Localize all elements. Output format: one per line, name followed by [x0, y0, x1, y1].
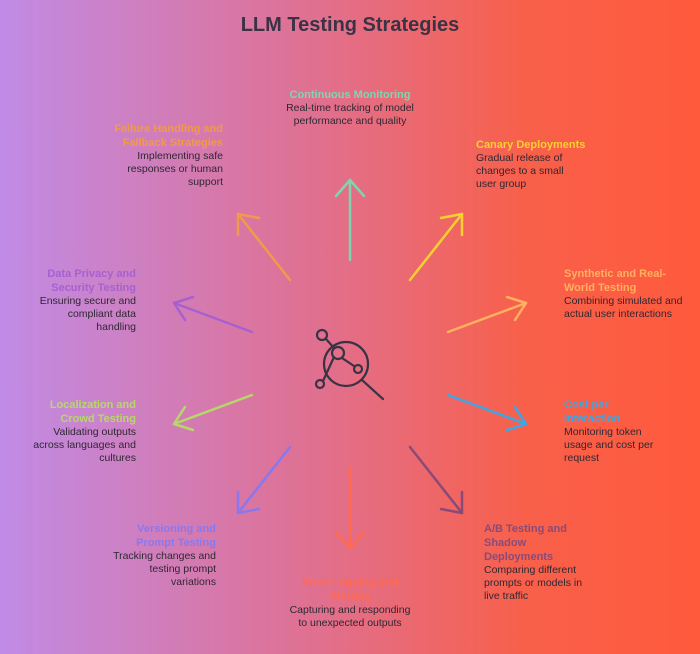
- arrow-continuous: [334, 178, 366, 262]
- node-error: Error Logging and Alerting Capturing and…: [285, 576, 415, 630]
- arrow-ab: [408, 445, 464, 515]
- arrow-canary: [408, 212, 464, 282]
- node-desc: Monitoring token usage and cost per requ…: [564, 426, 654, 464]
- arrow-failure: [236, 212, 292, 282]
- node-cost: Cost per Interaction Monitoring token us…: [564, 398, 664, 465]
- node-title: Synthetic and Real-World Testing: [564, 268, 667, 294]
- node-desc: Combining simulated and actual user inte…: [564, 295, 683, 320]
- node-desc: Comparing different prompts or models in…: [484, 564, 583, 602]
- node-desc: Capturing and responding to unexpected o…: [289, 604, 411, 629]
- arrow-cost: [446, 393, 528, 432]
- node-versioning: Versioning and Prompt Testing Tracking c…: [102, 522, 216, 589]
- arrow-localization: [172, 393, 254, 432]
- node-desc: Ensuring secure and compliant data handl…: [39, 295, 136, 333]
- arrow-error: [334, 465, 366, 550]
- node-privacy: Data Privacy and Security Testing Ensuri…: [26, 267, 136, 334]
- node-desc: Real-time tracking of model performance …: [286, 102, 414, 127]
- node-title: Canary Deployments: [476, 139, 586, 151]
- arrow-synthetic: [446, 295, 528, 334]
- node-failure: Failure Handling and Fallback Strategies…: [100, 122, 223, 189]
- node-title: Continuous Monitoring: [289, 89, 411, 101]
- arrow-privacy: [172, 295, 254, 334]
- node-desc: Tracking changes and testing prompt vari…: [113, 550, 216, 588]
- node-title: Error Logging and Alerting: [302, 577, 398, 603]
- node-ab: A/B Testing and Shadow Deployments Compa…: [484, 522, 594, 603]
- node-continuous: Continuous Monitoring Real-time tracking…: [285, 88, 415, 128]
- arrow-versioning: [236, 445, 292, 515]
- analytics-magnifier-icon: [314, 328, 385, 401]
- node-title: Data Privacy and Security Testing: [47, 268, 136, 294]
- node-desc: Gradual release of changes to a small us…: [476, 152, 564, 190]
- node-title: Cost per Interaction: [564, 399, 621, 425]
- node-desc: Validating outputs across languages and …: [33, 426, 136, 464]
- node-title: Failure Handling and Fallback Strategies: [114, 123, 223, 149]
- node-synthetic: Synthetic and Real-World Testing Combini…: [564, 267, 684, 321]
- node-title: Versioning and Prompt Testing: [136, 523, 216, 549]
- page-title: LLM Testing Strategies: [240, 14, 460, 36]
- node-canary: Canary Deployments Gradual release of ch…: [476, 138, 586, 191]
- node-localization: Localization and Crowd Testing Validatin…: [26, 398, 136, 465]
- node-title: Localization and Crowd Testing: [49, 399, 136, 425]
- node-desc: Implementing safe responses or human sup…: [127, 150, 223, 188]
- node-title: A/B Testing and Shadow Deployments: [484, 523, 567, 563]
